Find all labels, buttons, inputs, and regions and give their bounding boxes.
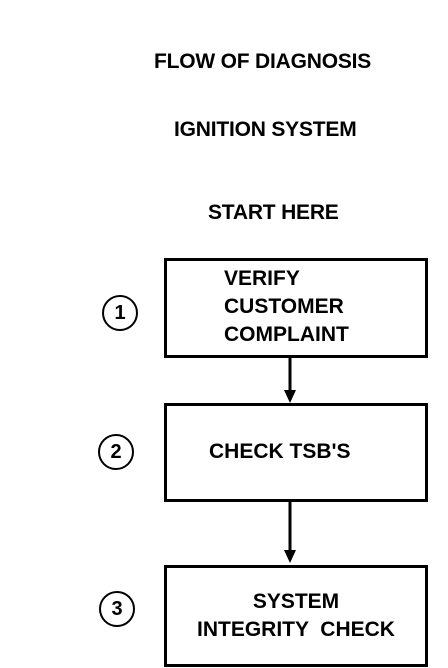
step-1-line-2: CUSTOMER bbox=[224, 295, 344, 318]
step-number-2: 2 bbox=[98, 434, 134, 470]
step-2-line-1: CHECK TSB'S bbox=[209, 440, 351, 463]
step-number-3: 3 bbox=[99, 591, 135, 627]
step-box-verify-complaint: VERIFY CUSTOMER COMPLAINT bbox=[164, 258, 428, 358]
start-label: START HERE bbox=[208, 201, 339, 224]
step-1-line-1: VERIFY bbox=[224, 267, 300, 290]
down-arrow-2 bbox=[284, 502, 296, 563]
flow-subtitle: IGNITION SYSTEM bbox=[174, 118, 357, 141]
flow-title: FLOW OF DIAGNOSIS bbox=[154, 50, 372, 73]
step-box-check-tsbs: CHECK TSB'S bbox=[164, 403, 428, 502]
step-1-line-3: COMPLAINT bbox=[224, 323, 349, 346]
step-number-1: 1 bbox=[102, 295, 138, 331]
step-3-line-1: SYSTEM bbox=[252, 590, 340, 613]
step-box-3-text: SYSTEM INTEGRITY CHECK bbox=[167, 588, 425, 644]
step-box-system-integrity: SYSTEM INTEGRITY CHECK bbox=[164, 565, 428, 667]
step-3-line-2: INTEGRITY CHECK bbox=[197, 618, 395, 641]
step-box-1-text: VERIFY CUSTOMER COMPLAINT bbox=[224, 265, 349, 349]
down-arrow-1 bbox=[284, 358, 296, 403]
